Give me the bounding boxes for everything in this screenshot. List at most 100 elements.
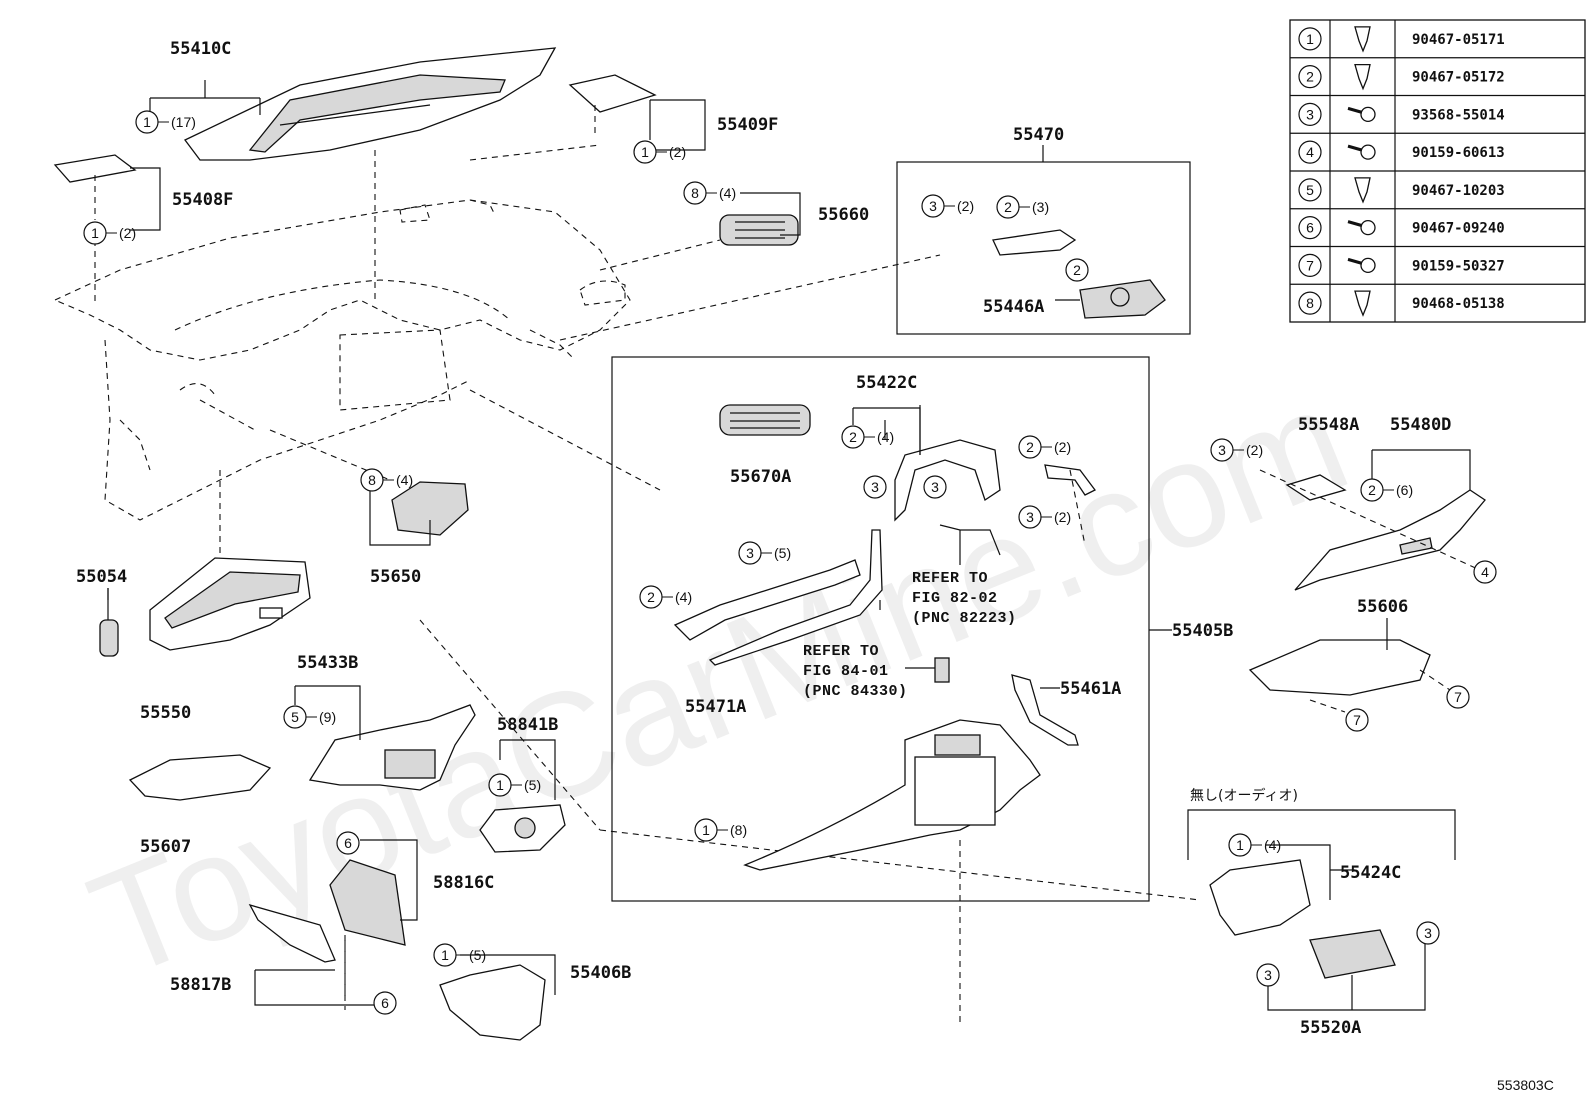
callout-number: 1 — [1236, 837, 1244, 853]
refer1-line1: REFER TO — [912, 570, 988, 587]
group-box-55470 — [896, 145, 1191, 335]
callout: 3(5) — [738, 541, 791, 565]
callout-number: 1 — [91, 225, 99, 241]
refer1-line3: (PNC 82223) — [912, 610, 1017, 627]
label-55424C: 55424C — [1340, 863, 1401, 883]
reinforcement-55606 — [1248, 639, 1451, 713]
label-58817B: 58817B — [170, 975, 231, 995]
callout: 3 — [923, 475, 947, 499]
callout: 1(5) — [433, 943, 486, 967]
callout-number: 2 — [849, 429, 857, 445]
callout-number: 7 — [1353, 712, 1361, 728]
label-55650: 55650 — [370, 567, 421, 587]
label-55461A: 55461A — [1060, 679, 1121, 699]
callout: 8(4) — [683, 181, 736, 205]
callout-circle — [1473, 560, 1497, 584]
label-55660: 55660 — [818, 205, 869, 225]
callout-circle — [1065, 258, 1089, 282]
callout-number: 1 — [441, 947, 449, 963]
callout: 5(9) — [283, 705, 336, 729]
callout-number: 2 — [1368, 482, 1376, 498]
fastener-number-circle — [1298, 65, 1322, 89]
callout-number: 3 — [1218, 442, 1226, 458]
label-58816C: 58816C — [433, 873, 494, 893]
refer2-line2: FIG 84-01 — [803, 663, 889, 680]
callout-quantity: (2) — [1246, 442, 1263, 458]
callout-number: 7 — [1454, 689, 1462, 705]
label-55606: 55606 — [1357, 597, 1408, 617]
callout-quantity: (5) — [524, 777, 541, 793]
label-55410C: 55410C — [170, 39, 231, 59]
fastener-part-number: 90159-60613 — [1412, 145, 1505, 161]
callout-circle — [373, 991, 397, 1015]
fastener-number: 2 — [1306, 69, 1314, 85]
callout: 1(8) — [694, 818, 747, 842]
fastener-number: 4 — [1306, 144, 1314, 160]
callout: 6 — [336, 831, 360, 855]
label-55433B: 55433B — [297, 653, 358, 673]
callout-circle — [1416, 921, 1440, 945]
callout: 2(4) — [841, 425, 894, 449]
clip-icon — [1354, 290, 1371, 317]
label-55670A: 55670A — [730, 467, 791, 487]
callout: 1(17) — [135, 110, 196, 134]
label-55422C: 55422C — [856, 373, 917, 393]
label-55471A: 55471A — [685, 697, 746, 717]
vent-55670A — [719, 404, 811, 436]
fastener-number-circle — [1298, 102, 1322, 126]
vent-55650 — [391, 481, 469, 536]
callout: 2 — [1065, 258, 1089, 282]
vent-55660 — [719, 214, 799, 246]
callout-number: 3 — [746, 545, 754, 561]
callout: 3(2) — [921, 194, 974, 218]
cover-55409F — [568, 74, 657, 135]
callout-circle — [1446, 685, 1470, 709]
fastener-number-circle — [1298, 216, 1322, 240]
clip-icon — [1354, 63, 1371, 91]
drawing-id: 553803C — [1497, 1077, 1554, 1093]
callout-number: 3 — [931, 479, 939, 495]
label-55520A: 55520A — [1300, 1018, 1361, 1038]
callout-circle — [923, 475, 947, 499]
wire-ref — [939, 524, 1001, 565]
label-55550: 55550 — [140, 703, 191, 723]
panel-leaders — [94, 144, 1201, 1025]
fastener-number-circle — [1298, 291, 1322, 315]
callout-quantity: (4) — [396, 472, 413, 488]
label-55470: 55470 — [1013, 125, 1064, 145]
damper-55054 — [99, 588, 119, 657]
label-55406B: 55406B — [570, 963, 631, 983]
callout: 2(6) — [1360, 478, 1413, 502]
connector-ref — [905, 657, 950, 683]
callout-number: 1 — [496, 777, 504, 793]
fastener-number: 8 — [1306, 295, 1314, 311]
label-55405B: 55405B — [1172, 621, 1233, 641]
fastener-part-number: 93568-55014 — [1412, 107, 1505, 123]
callout-number: 8 — [368, 472, 376, 488]
callout-quantity: (2) — [669, 144, 686, 160]
bracket-55461A — [1011, 674, 1079, 746]
callout: 1(2) — [633, 140, 686, 164]
callout-quantity: (3) — [1032, 199, 1049, 215]
cover-58817B — [248, 903, 336, 963]
callout: 2(2) — [1018, 435, 1071, 459]
fastener-number-circle — [1298, 140, 1322, 164]
audio-note: 無し(オーディオ) — [1190, 787, 1298, 804]
callout-quantity: (4) — [675, 589, 692, 605]
cover-55406B — [439, 964, 546, 1041]
fastener-number-circle — [1298, 27, 1322, 51]
callout: 2(3) — [996, 195, 1049, 219]
callout-quantity: (2) — [1054, 439, 1071, 455]
callout: 1(4) — [1228, 833, 1281, 857]
screw-icon — [1347, 219, 1376, 236]
callout-circle — [1256, 963, 1280, 987]
fastener-part-number: 90467-09240 — [1412, 221, 1505, 237]
callout-number: 5 — [291, 709, 299, 725]
